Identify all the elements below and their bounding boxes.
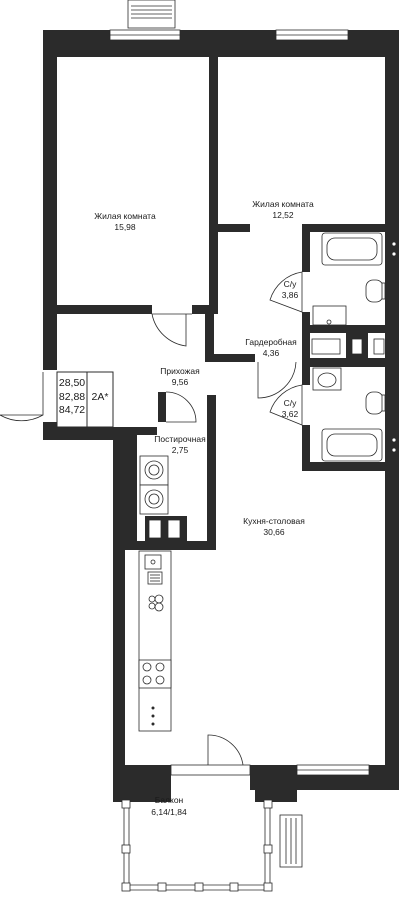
area-summary-box [56, 371, 114, 428]
laundry-fixtures [139, 455, 169, 515]
room-living-2-area: 12,52 [272, 210, 294, 220]
apartment-type: 2А* [92, 391, 109, 403]
room-kitchen-area: 30,66 [263, 527, 285, 537]
living-area-value: 28,50 [59, 377, 85, 389]
balcony [121, 799, 303, 892]
windows [109, 0, 370, 776]
kitchen-fixtures [138, 550, 172, 732]
room-bath-2-name: С/у [284, 398, 298, 408]
room-laundry-name: Постирочная [154, 434, 206, 444]
room-balcony-name: Балкон [155, 795, 184, 805]
doors [0, 271, 303, 766]
room-wardrobe-area: 4,36 [263, 348, 280, 358]
summary-values: 28,50 82,88 84,72 2А* [59, 377, 109, 416]
room-living-1-area: 15,98 [114, 222, 136, 232]
total-area-value: 82,88 [59, 391, 85, 403]
room-laundry-area: 2,75 [172, 445, 189, 455]
total-with-balcony-value: 84,72 [59, 404, 85, 416]
room-wardrobe-name: Гардеробная [245, 337, 297, 347]
room-kitchen-name: Кухня-столовая [243, 516, 305, 526]
room-living-2-name: Жилая комната [252, 199, 314, 209]
room-labels: Жилая комната 15,98 Жилая комната 12,52 … [94, 199, 314, 817]
walls [43, 30, 399, 802]
bathroom-1-fixtures [312, 232, 397, 326]
room-balcony-area: 6,14/1,84 [151, 807, 187, 817]
bathroom-2-fixtures [312, 367, 397, 462]
room-bath-1-name: С/у [284, 279, 298, 289]
room-living-1-name: Жилая комната [94, 211, 156, 221]
room-bath-2-area: 3,62 [282, 409, 299, 419]
room-hall-area: 9,56 [172, 377, 189, 387]
room-bath-1-area: 3,86 [282, 290, 299, 300]
room-hall-name: Прихожая [160, 366, 200, 376]
